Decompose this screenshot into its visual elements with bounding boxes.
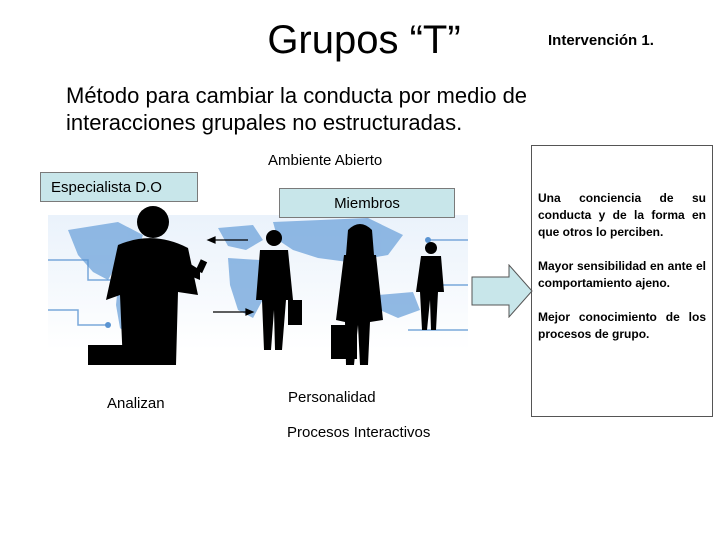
especialista-label: Especialista D.O [40,172,198,202]
business-people-map-illustration [48,206,468,365]
ambiente-label: Ambiente Abierto [268,152,383,169]
outcome-item: Una conciencia de su conducta y de la fo… [538,191,706,239]
slide-title: Grupos “T” [267,18,461,62]
interaction-arrows [206,236,255,316]
circuit-lines [48,239,468,331]
miembros-label: Miembros [279,188,455,218]
member-silhouette [416,242,444,330]
member-silhouette [331,224,383,365]
analizan-label: Analizan [107,395,165,412]
member-silhouette [256,230,302,350]
intervention-label: Intervención 1. [548,32,654,49]
outcomes-box: Una conciencia de su conducta y de la fo… [531,145,713,417]
procesos-label: Procesos Interactivos [287,424,431,441]
outcome-item: Mejor conocimiento de los procesos de gr… [538,310,706,341]
slide-subtitle: Método para cambiar la conducta por medi… [66,83,528,135]
specialist-silhouette [88,206,208,365]
personalidad-label: Personalidad [288,389,376,406]
outcome-item: Mayor sensibilidad en ante el comportami… [538,259,706,290]
right-arrow-icon [471,264,533,318]
